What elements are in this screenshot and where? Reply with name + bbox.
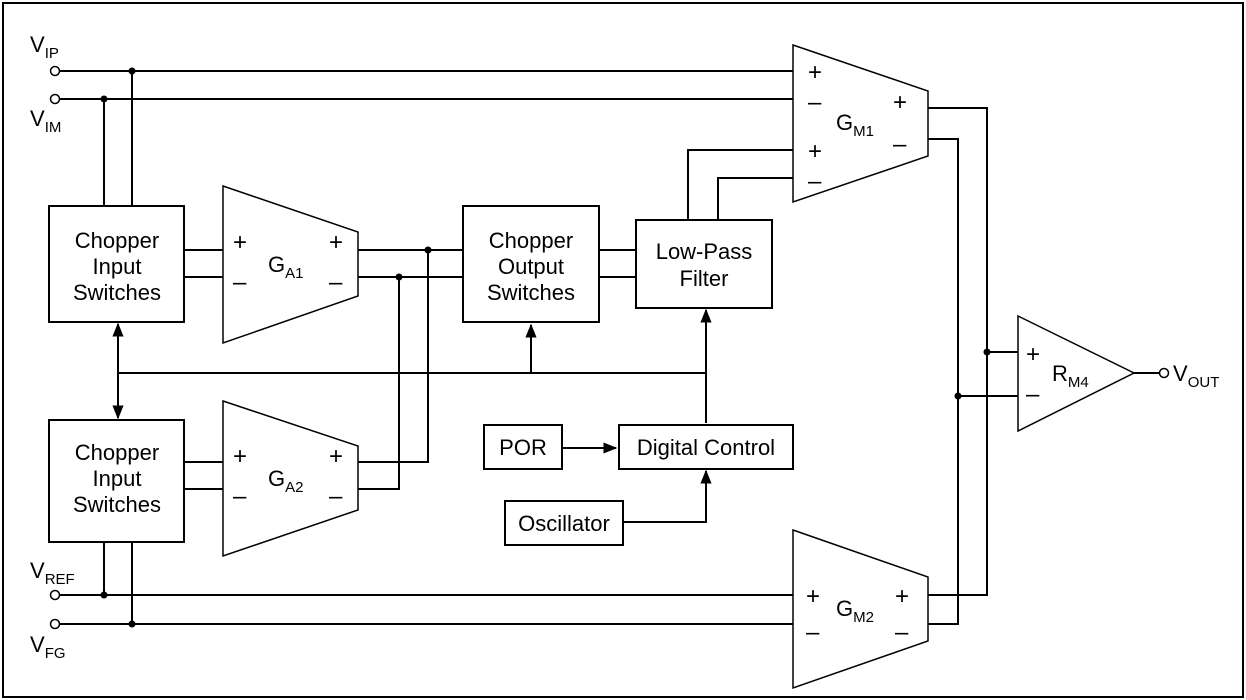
- wires: [60, 70, 1159, 625]
- block-label: Chopper: [489, 228, 573, 253]
- low-pass-filter: Low-Pass Filter: [635, 219, 773, 309]
- minus-sign: –: [806, 619, 820, 646]
- amp-label: GA2: [268, 466, 303, 496]
- block-label: Digital Control: [637, 435, 775, 460]
- digital-control-block: Digital Control: [618, 424, 794, 470]
- terminal-vout: [1158, 367, 1170, 379]
- plus-sign: +: [233, 443, 247, 470]
- plus-sign: +: [1026, 341, 1040, 368]
- amplifier-gm1: + – + – + – GM1: [792, 43, 929, 204]
- junction-dot: [983, 348, 991, 356]
- block-label: Chopper: [75, 228, 159, 253]
- block-label: Input: [93, 466, 142, 491]
- minus-sign: –: [808, 168, 822, 195]
- wire-ga2-plus-out: [358, 250, 429, 463]
- amp-label: GA1: [268, 252, 303, 282]
- plus-sign: +: [233, 229, 247, 256]
- minus-sign: –: [233, 269, 247, 296]
- junctions: [100, 67, 991, 628]
- chopper-input-switches-2: Chopper Input Switches: [48, 419, 185, 543]
- wire-gm1-minus-out: [928, 138, 959, 625]
- plus-sign: +: [329, 229, 343, 256]
- wire-ga2-minus-out: [358, 277, 400, 490]
- amplifier-rm4: + – RM4: [1017, 314, 1136, 433]
- block-label: Input: [93, 254, 142, 279]
- pin-label-vref: VREF: [30, 558, 75, 588]
- terminal-vip: [49, 65, 61, 77]
- amp-label: RM4: [1052, 361, 1089, 391]
- plus-sign: +: [895, 583, 909, 610]
- terminals: [49, 65, 1170, 630]
- block-label: Oscillator: [518, 511, 610, 536]
- block-label: Switches: [73, 492, 161, 517]
- minus-sign: –: [233, 483, 247, 510]
- block-label: POR: [499, 435, 547, 460]
- junction-dot: [395, 273, 403, 281]
- block-label: Switches: [73, 280, 161, 305]
- wire-lpf-gm1-minus: [717, 177, 793, 220]
- minus-sign: –: [1026, 381, 1040, 408]
- chopper-input-switches-1: Chopper Input Switches: [48, 205, 185, 323]
- junction-dot: [424, 246, 432, 254]
- block-label: Output: [498, 254, 564, 279]
- junction-dot: [100, 95, 108, 103]
- amplifier-ga2: + – + – GA2: [222, 399, 359, 558]
- minus-sign: –: [893, 131, 907, 158]
- terminal-vfg: [49, 618, 61, 630]
- amplifier-gm2: + – + – GM2: [792, 528, 929, 690]
- wire-lpf-gm1-plus: [687, 149, 793, 220]
- amp-label: GM2: [836, 596, 874, 626]
- terminal-vim: [49, 93, 61, 105]
- junction-dot: [128, 620, 136, 628]
- minus-sign: –: [808, 89, 822, 116]
- amplifier-ga1: + – + – GA1: [222, 184, 359, 345]
- block-label: Switches: [487, 280, 575, 305]
- plus-sign: +: [806, 583, 820, 610]
- wire-osc-digital: [623, 469, 712, 523]
- block-label: Filter: [680, 266, 729, 291]
- chopper-output-switches: Chopper Output Switches: [462, 205, 600, 323]
- junction-dot: [100, 591, 108, 599]
- pin-label-vfg: VFG: [30, 632, 66, 662]
- junction-dot: [128, 67, 136, 75]
- minus-sign: –: [329, 269, 343, 296]
- junction-dot: [954, 392, 962, 400]
- pin-label-vim: VIM: [30, 106, 61, 136]
- minus-sign: –: [329, 483, 343, 510]
- terminal-vref: [49, 589, 61, 601]
- plus-sign: +: [893, 89, 907, 116]
- plus-sign: +: [808, 138, 822, 165]
- block-label: Chopper: [75, 440, 159, 465]
- pin-label-vout: VOUT: [1173, 361, 1219, 391]
- plus-sign: +: [808, 59, 822, 86]
- block-label: Low-Pass: [656, 239, 753, 264]
- pin-label-vip: VIP: [30, 32, 59, 62]
- oscillator-block: Oscillator: [504, 500, 624, 546]
- amp-label: GM1: [836, 110, 874, 140]
- minus-sign: –: [895, 619, 909, 646]
- plus-sign: +: [329, 443, 343, 470]
- por-block: POR: [483, 424, 563, 470]
